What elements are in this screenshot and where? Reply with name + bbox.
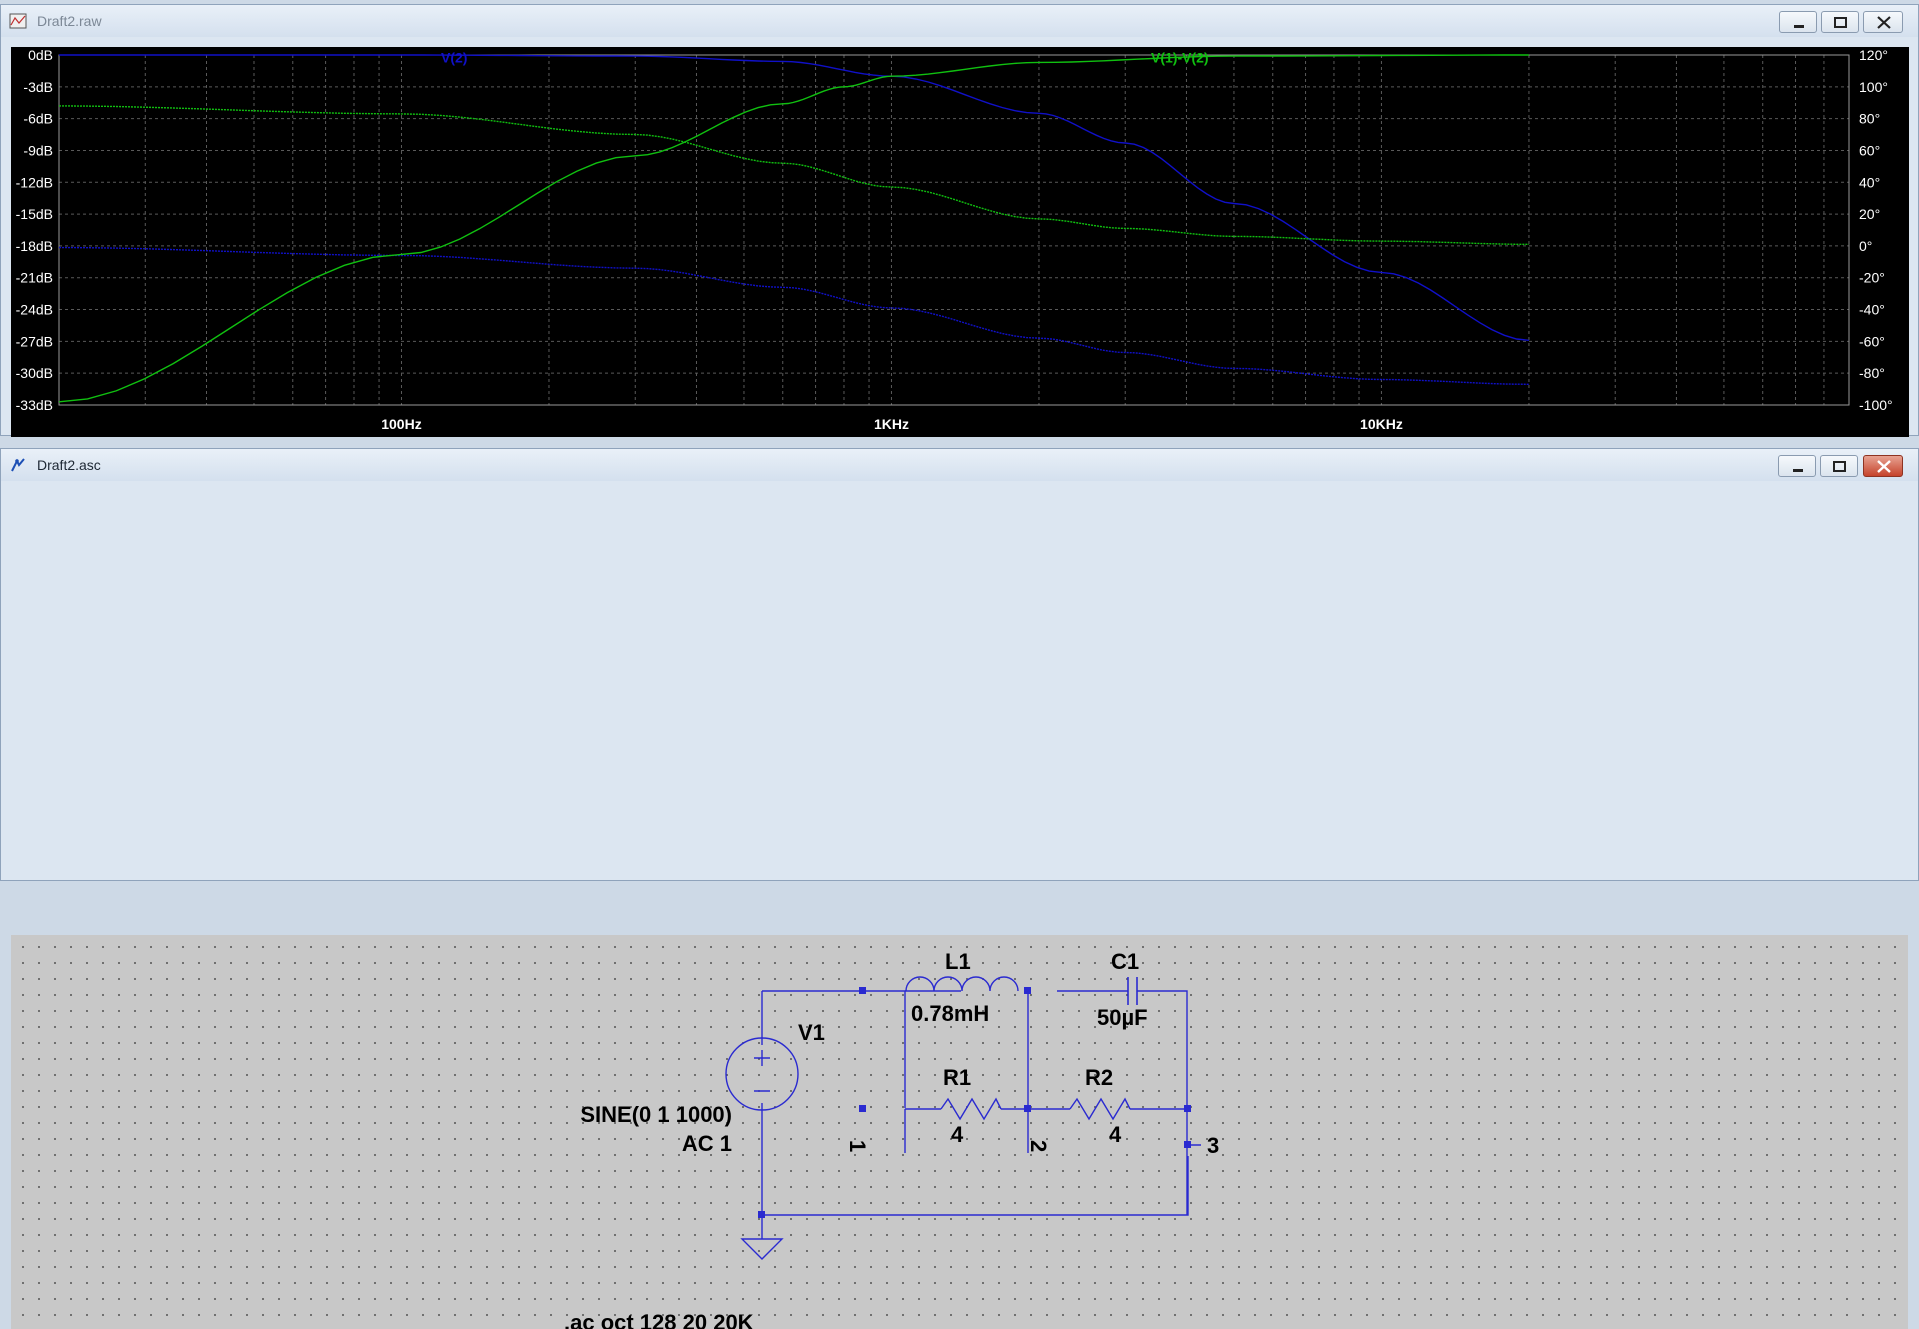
trace-v1-minus-v2-phase xyxy=(58,105,1529,245)
r1-name-label: R1 xyxy=(943,1065,971,1090)
maximize-button[interactable] xyxy=(1820,455,1858,477)
plot-window-titlebar[interactable]: Draft2.raw xyxy=(1,5,1918,37)
maximize-icon xyxy=(1833,461,1846,472)
y-tick-label-right: -20° xyxy=(1859,270,1885,286)
junction-dot xyxy=(859,987,866,994)
y-tick-label-right: -100° xyxy=(1859,397,1893,413)
schematic-window-title: Draft2.asc xyxy=(37,457,101,473)
maximize-icon xyxy=(1834,17,1847,28)
node-label-2: 2 xyxy=(1026,1140,1051,1152)
y-tick-label-left: -30dB xyxy=(16,365,53,381)
resistor-r1[interactable] xyxy=(940,1097,1002,1121)
y-tick-label-left: -12dB xyxy=(16,174,53,190)
y-tick-label-right: 80° xyxy=(1859,111,1880,127)
c1-name-label: C1 xyxy=(1111,949,1139,974)
trace-v2-magnitude xyxy=(59,54,1529,341)
y-tick-label-right: 20° xyxy=(1859,206,1880,222)
minimize-icon xyxy=(1794,25,1804,28)
legend-entry: V(1)-V(2) xyxy=(1151,49,1209,65)
x-tick-label: 10KHz xyxy=(1360,416,1403,432)
v1-value-label: SINE(0 1 1000) xyxy=(580,1102,732,1127)
resistor-r2[interactable] xyxy=(1069,1097,1131,1121)
trace-v1-minus-v2-magnitude xyxy=(58,54,1529,403)
close-icon xyxy=(1877,16,1891,29)
y-tick-label-left: -9dB xyxy=(23,142,53,158)
voltage-source-v1[interactable] xyxy=(725,1037,799,1111)
inductor-l1[interactable] xyxy=(905,976,1019,992)
trace-v2-phase xyxy=(58,246,1529,385)
wire-node3 xyxy=(1186,1109,1201,1215)
close-button[interactable] xyxy=(1863,11,1903,33)
spice-directive: .ac oct 128 20 20K xyxy=(564,1310,754,1329)
minimize-button[interactable] xyxy=(1778,455,1816,477)
plot-window-title: Draft2.raw xyxy=(37,13,102,29)
waveform-icon xyxy=(9,13,27,29)
y-tick-label-right: -40° xyxy=(1859,302,1885,318)
y-tick-label-left: -6dB xyxy=(23,111,53,127)
v1-name-label: V1 xyxy=(798,1020,825,1045)
y-tick-label-right: 0° xyxy=(1859,238,1872,254)
r2-name-label: R2 xyxy=(1085,1065,1113,1090)
junction-dot xyxy=(859,1105,866,1112)
schematic-window-titlebar[interactable]: Draft2.asc xyxy=(1,449,1918,481)
junction-dot xyxy=(758,1211,765,1218)
ground-symbol[interactable] xyxy=(740,1238,784,1260)
r1-value-label: 4 xyxy=(951,1122,964,1147)
y-tick-label-right: 40° xyxy=(1859,174,1880,190)
plot-window: Draft2.raw 0dB 120° -3dB 100° -6dB 80° -9dB 60°… xyxy=(0,4,1919,437)
schematic-window: Draft2.asc xyxy=(0,448,1919,1329)
legend-entry: V(2) xyxy=(441,49,467,65)
y-tick-label-right: -80° xyxy=(1859,365,1885,381)
capacitor-c1[interactable] xyxy=(1127,977,1138,1005)
schematic-canvas[interactable]: V1 SINE(0 1 1000) AC 1 L1 0.78mH C1 50µF… xyxy=(11,935,1908,1329)
node-label-1: 1 xyxy=(845,1140,870,1152)
y-tick-label-right: -60° xyxy=(1859,333,1885,349)
y-tick-label-left: -15dB xyxy=(16,206,53,222)
v1-ac-label: AC 1 xyxy=(682,1131,732,1156)
y-tick-label-left: -27dB xyxy=(16,333,53,349)
l1-name-label: L1 xyxy=(945,949,971,974)
y-tick-label-right: 120° xyxy=(1859,47,1888,63)
schematic-drawing: V1 SINE(0 1 1000) AC 1 L1 0.78mH C1 50µF… xyxy=(564,949,1219,1329)
junction-dot xyxy=(1184,1141,1191,1148)
y-tick-label-left: -18dB xyxy=(16,238,53,254)
y-tick-label-left: -21dB xyxy=(16,270,53,286)
wire-top-left xyxy=(762,990,906,1108)
y-tick-label-left: 0dB xyxy=(28,47,53,63)
minimize-icon xyxy=(1793,469,1803,472)
junction-dot xyxy=(1024,1105,1031,1112)
close-button[interactable] xyxy=(1863,455,1903,477)
y-tick-label-left: -24dB xyxy=(16,302,53,318)
node-label-3: 3 xyxy=(1207,1133,1219,1158)
schematic-icon xyxy=(11,458,25,472)
close-icon xyxy=(1877,460,1891,473)
waveform-plot[interactable]: 0dB 120° -3dB 100° -6dB 80° -9dB 60° -12dB 40° -15… xyxy=(11,47,1909,437)
maximize-button[interactable] xyxy=(1821,11,1859,33)
y-tick-label-left: -33dB xyxy=(16,397,53,413)
minimize-button[interactable] xyxy=(1779,11,1817,33)
y-tick-label-right: 100° xyxy=(1859,79,1888,95)
y-tick-label-left: -3dB xyxy=(23,79,53,95)
x-tick-label: 1KHz xyxy=(874,416,909,432)
plot-frame-border xyxy=(58,54,1850,406)
x-tick-label: 100Hz xyxy=(381,416,421,432)
r2-value-label: 4 xyxy=(1109,1122,1122,1147)
junction-dot xyxy=(1184,1105,1191,1112)
y-tick-label-right: 60° xyxy=(1859,142,1880,158)
plot-canvas: 0dB 120° -3dB 100° -6dB 80° -9dB 60° -12dB 40° -15… xyxy=(16,47,1893,432)
junction-dot xyxy=(1024,987,1031,994)
l1-value-label: 0.78mH xyxy=(911,1001,989,1026)
c1-value-label: 50µF xyxy=(1097,1005,1148,1030)
